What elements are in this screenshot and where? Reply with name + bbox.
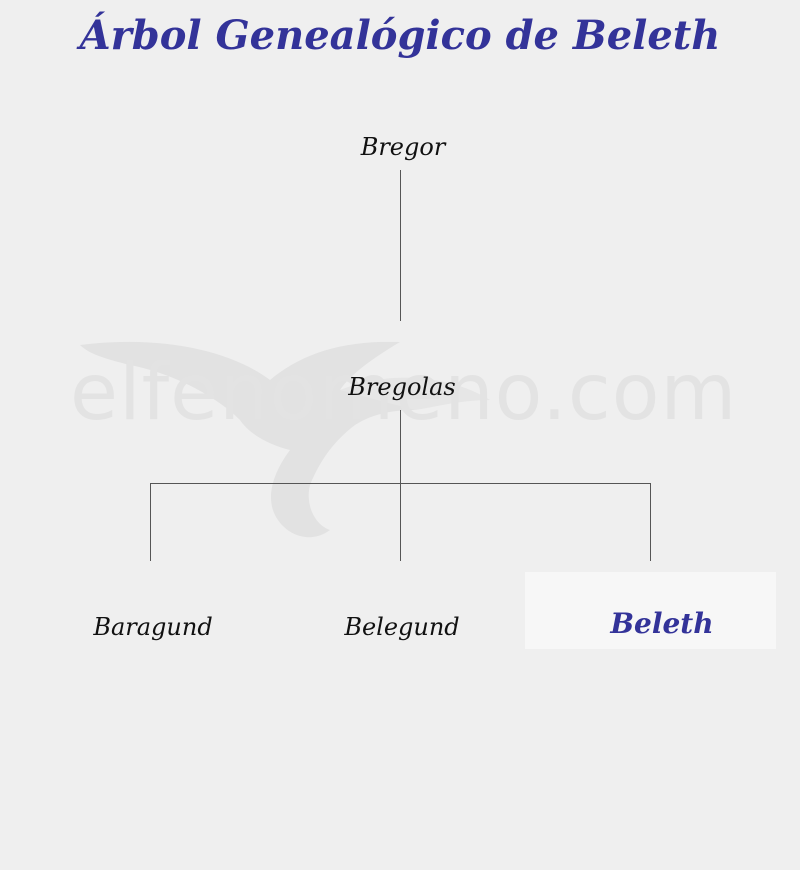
node-bregolas: Bregolas [348,373,456,401]
node-belegund: Belegund [344,613,460,641]
highlight-box [525,572,776,649]
node-bregor: Bregor [360,133,446,161]
page-title: Árbol Genealógico de Beleth [79,12,721,59]
watermark-text: elfenomeno.com [70,348,738,438]
connector-bregor-bregolas [400,170,401,321]
connector-bregolas-down [400,410,401,484]
node-baragund: Baragund [93,613,213,641]
connector-baragund [150,483,151,561]
dragon-watermark-icon [80,341,490,538]
connector-beleth [650,483,651,561]
connector-belegund [400,483,401,561]
node-beleth: Beleth [610,607,714,640]
